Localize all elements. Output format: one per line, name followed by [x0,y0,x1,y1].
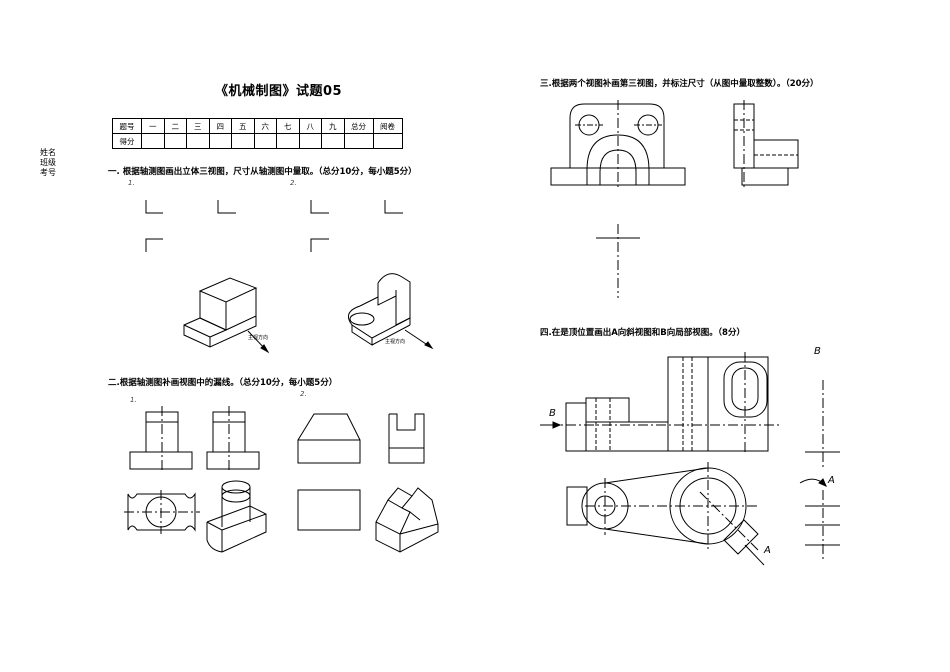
score-table: 题号 一 二 三 四 五 六 七 八 九 总分 阅卷 得分 [112,118,403,149]
q1-1-view-direction-arrow [247,330,270,354]
q2-2-top-view [297,489,361,531]
q1-isometric-stepped-block [183,277,258,348]
score-input-cell[interactable] [372,133,403,149]
q1-2-view-direction-arrow [404,329,434,350]
q2-1-front-view [129,406,193,472]
score-table-score-row: 得分 [112,133,403,149]
q1-answer-frame-1 [145,200,236,252]
q4-top-view [566,462,761,555]
name-label: 姓名 [40,148,56,157]
q2-2-side-view [388,413,425,464]
q4-front-view [548,352,780,455]
q4-label-a-answer: A [828,475,835,486]
score-input-cell[interactable] [141,133,165,149]
q1-sub-1: 1. [128,179,135,187]
q1-answer-frame-2 [310,200,403,252]
q2-sub-1: 1. [130,396,137,404]
q1-1-direction-label: 主视方向 [248,335,269,341]
score-input-cell[interactable] [186,133,210,149]
score-table-header-row: 题号 一 二 三 四 五 六 七 八 九 总分 阅卷 [112,118,403,134]
class-label: 班级 [40,158,56,167]
q1-2-direction-label: 主视方向 [385,339,406,345]
page-title: 《机械制图》试题05 [215,84,343,99]
q2-sub-2: 2. [300,390,307,398]
q1-sub-2: 2. [290,179,297,187]
student-info-labels: 姓名 班级 考号 [40,148,62,178]
question-3-text: 三.根据两个视图补画第三视图，并标注尺寸（从图中量取整数）。（20分） [540,79,819,89]
q2-2-isometric [375,487,439,553]
q3-side-view [733,100,799,190]
q4-label-a-top: A [764,545,771,556]
score-input-cell[interactable] [231,133,255,149]
q2-1-isometric [206,480,267,553]
question-1-text: 一. 根据轴测图画出立体三视图，尺寸从轴测图中量取。（总分10分，每小题5分） [108,167,417,177]
q2-1-side-view [206,406,260,472]
score-row-label: 得分 [112,133,142,149]
q2-1-top-view [124,490,200,534]
q4-label-b-answer: B [814,346,821,357]
q1-isometric-bracket [347,273,411,346]
q3-front-view [550,100,686,190]
q4-label-b-front: B [549,408,556,419]
question-2-text: 二.根据轴测图补画视图中的漏线。（总分10分，每小题5分） [108,378,338,388]
q2-2-front-view [297,413,361,464]
q4-a-rotation-symbol [799,478,827,487]
q3-top-view-centerlines [596,224,640,298]
score-input-cell[interactable] [208,133,232,149]
q4-front-b-arrow [540,421,562,429]
question-4-text: 四.在是顶位置画出A向斜视图和B向局部视图。（8分） [540,328,745,338]
q4-a-arrow-top-view [744,544,765,566]
q4-answer-centerlines [805,380,840,560]
score-input-cell[interactable] [163,133,187,149]
id-label: 考号 [40,168,56,177]
